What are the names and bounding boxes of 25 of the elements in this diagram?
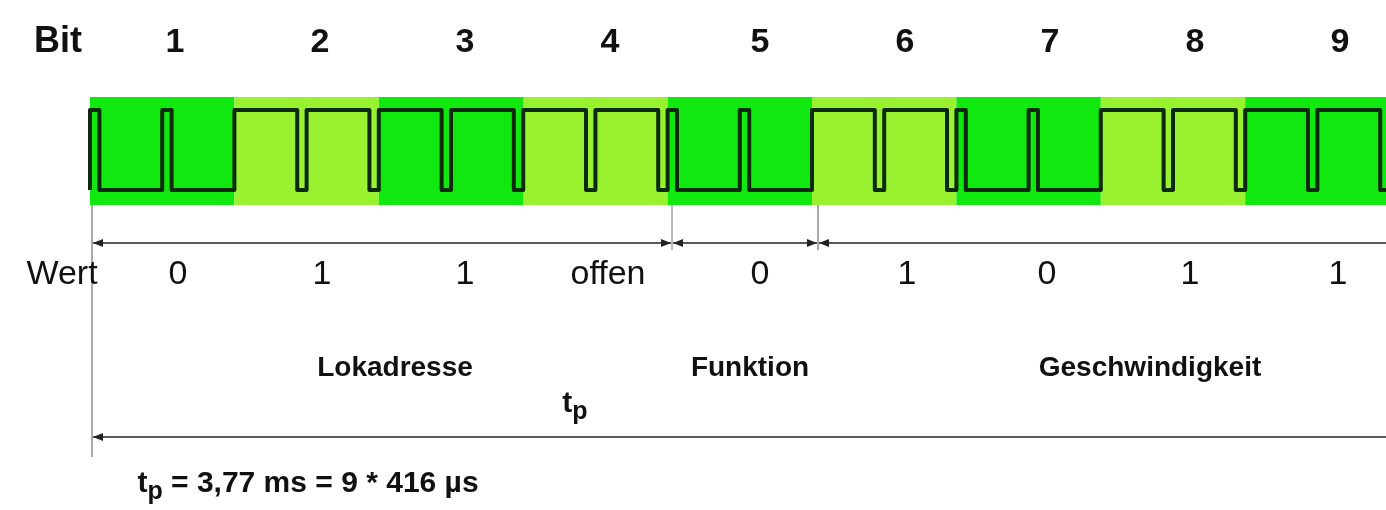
bit-heading: Bit (34, 22, 82, 58)
bit-number: 6 (895, 23, 915, 57)
bit-value: 0 (750, 255, 770, 289)
section-label: Funktion (690, 353, 810, 381)
value-heading: Wert (26, 255, 98, 289)
period-symbol: t$_{p}$ (562, 387, 588, 423)
bit-number: 1 (165, 23, 185, 57)
bit-value: offen (570, 255, 646, 289)
bit-number: 9 (1330, 23, 1350, 57)
period-formula: t$_{p}$ = 3,77 ms = 9 * 416 µs (137, 467, 479, 503)
bit-number: 2 (310, 23, 330, 57)
section-label: Geschwindigkeit (1038, 353, 1262, 381)
bit-value: 0 (168, 255, 188, 289)
bit-value: 1 (455, 255, 475, 289)
bit-number: 7 (1040, 23, 1060, 57)
bit-value: 1 (1180, 255, 1200, 289)
bit-number: 8 (1185, 23, 1205, 57)
bit-number: 5 (750, 23, 770, 57)
bit-number: 4 (600, 23, 620, 57)
bit-value: 0 (1037, 255, 1057, 289)
section-label: Lokadresse (317, 353, 473, 381)
bit-value: 1 (897, 255, 917, 289)
bit-value: 1 (312, 255, 332, 289)
bit-number: 3 (455, 23, 475, 57)
bit-value: 1 (1328, 255, 1348, 289)
